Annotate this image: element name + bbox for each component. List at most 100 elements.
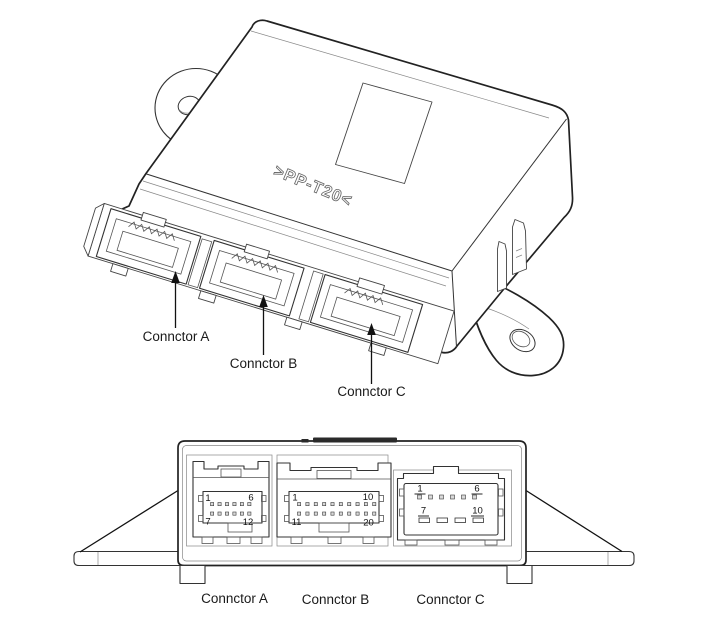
right-flange-brace bbox=[525, 489, 623, 553]
pin bbox=[436, 517, 448, 523]
pin bbox=[439, 494, 444, 500]
connector-a-pins bbox=[210, 502, 252, 516]
arrowhead-connector-c bbox=[367, 323, 376, 335]
pin bbox=[363, 502, 368, 507]
pin bbox=[347, 511, 352, 516]
top-label-connector-b: Connctor B bbox=[230, 356, 298, 371]
pin bbox=[240, 502, 244, 507]
pin bbox=[217, 511, 222, 516]
pin-label-a-1: 1 bbox=[205, 493, 210, 504]
pin bbox=[232, 502, 237, 507]
pin bbox=[247, 511, 252, 516]
pin bbox=[322, 511, 327, 516]
connector-c-pins-bottom bbox=[418, 517, 484, 523]
connector-c-pins-top bbox=[417, 494, 477, 500]
top-label-plate bbox=[335, 82, 433, 184]
arrowhead-connector-b bbox=[259, 295, 268, 307]
pin bbox=[225, 502, 229, 507]
pin bbox=[355, 502, 360, 507]
pin-label-c-10: 10 bbox=[472, 506, 483, 517]
pin bbox=[305, 502, 310, 507]
pin bbox=[472, 494, 477, 500]
pin bbox=[338, 502, 343, 507]
front-view: 1 6 7 12 1 10 11 20 bbox=[73, 437, 635, 607]
pin-label-a-6: 6 bbox=[248, 493, 253, 504]
pin-label-c-1: 1 bbox=[417, 484, 422, 495]
rear-fin-tabs bbox=[497, 219, 527, 292]
bracket-hole-inner bbox=[511, 330, 531, 348]
pin bbox=[232, 511, 237, 516]
block-feet bbox=[110, 263, 387, 356]
pin-label-a-7: 7 bbox=[205, 517, 210, 528]
pin bbox=[313, 511, 318, 516]
connector-b-pin-box bbox=[288, 490, 380, 524]
left-flange-brace bbox=[79, 489, 179, 553]
pin bbox=[210, 511, 215, 516]
connector-b-pins bbox=[297, 502, 377, 516]
pin bbox=[428, 494, 433, 500]
front-view-labels: Connctor A Connctor B Connctor C bbox=[201, 591, 485, 607]
pin bbox=[217, 502, 222, 507]
pin bbox=[454, 517, 466, 523]
pin bbox=[240, 511, 244, 516]
pin bbox=[338, 511, 343, 516]
bay-connector-a bbox=[95, 208, 202, 285]
pin bbox=[450, 494, 455, 500]
pin bbox=[372, 511, 377, 516]
pin-label-b-1: 1 bbox=[292, 493, 297, 504]
front-connector-a: 1 6 7 12 bbox=[192, 460, 270, 544]
left-foot bbox=[179, 564, 206, 585]
pin bbox=[330, 502, 335, 507]
pin bbox=[372, 502, 377, 507]
right-foot bbox=[506, 564, 533, 585]
top-vent-mark bbox=[301, 439, 309, 443]
pin bbox=[210, 502, 215, 507]
front-label-connector-b: Connctor B bbox=[302, 592, 370, 607]
arrowhead-connector-a bbox=[171, 271, 180, 283]
front-connector-c: 1 6 7 10 bbox=[396, 465, 506, 546]
top-label-connector-c: Connctor C bbox=[337, 384, 406, 399]
pin bbox=[363, 511, 368, 516]
top-vent-strip bbox=[313, 437, 397, 443]
top-isometric-view: >PP-T20< bbox=[83, 19, 574, 399]
block-left-cap bbox=[83, 203, 105, 257]
pin-label-c-6: 6 bbox=[474, 484, 479, 495]
pin bbox=[297, 511, 302, 516]
bay-connector-b bbox=[198, 239, 305, 317]
right-flange bbox=[521, 489, 635, 567]
divider-bc bbox=[298, 270, 324, 323]
pin bbox=[418, 517, 430, 523]
connector-a-latch bbox=[220, 468, 242, 478]
pin bbox=[305, 511, 310, 516]
bracket-hole-outer bbox=[509, 328, 536, 353]
top-label-connector-a: Connctor A bbox=[143, 329, 210, 344]
pin bbox=[313, 502, 318, 507]
front-label-connector-a: Connctor A bbox=[201, 591, 268, 606]
pin-label-a-12: 12 bbox=[243, 517, 254, 528]
pin bbox=[472, 517, 484, 523]
divider-ab bbox=[187, 238, 213, 289]
body-inner-line bbox=[182, 445, 522, 562]
pin bbox=[225, 511, 229, 516]
pin-label-b-11: 11 bbox=[292, 517, 302, 528]
pin-label-b-20: 20 bbox=[363, 518, 374, 529]
connector-a-pin-box bbox=[202, 490, 263, 524]
pin bbox=[355, 511, 360, 516]
case-top-face-edges bbox=[139, 30, 567, 348]
pin bbox=[247, 502, 252, 507]
pin bbox=[347, 502, 352, 507]
pin bbox=[417, 494, 422, 500]
front-label-connector-c: Connctor C bbox=[416, 592, 485, 607]
top-view-callouts: Connctor A Connctor B Connctor C bbox=[143, 271, 406, 399]
bay-connector-c bbox=[309, 274, 424, 353]
pin-label-b-10: 10 bbox=[363, 492, 374, 503]
connector-b-latch bbox=[316, 470, 352, 479]
pin bbox=[461, 494, 466, 500]
connector-block bbox=[83, 203, 455, 365]
recess-a bbox=[186, 454, 273, 547]
pin bbox=[297, 502, 302, 507]
pin bbox=[330, 511, 335, 516]
left-flange bbox=[73, 489, 183, 567]
